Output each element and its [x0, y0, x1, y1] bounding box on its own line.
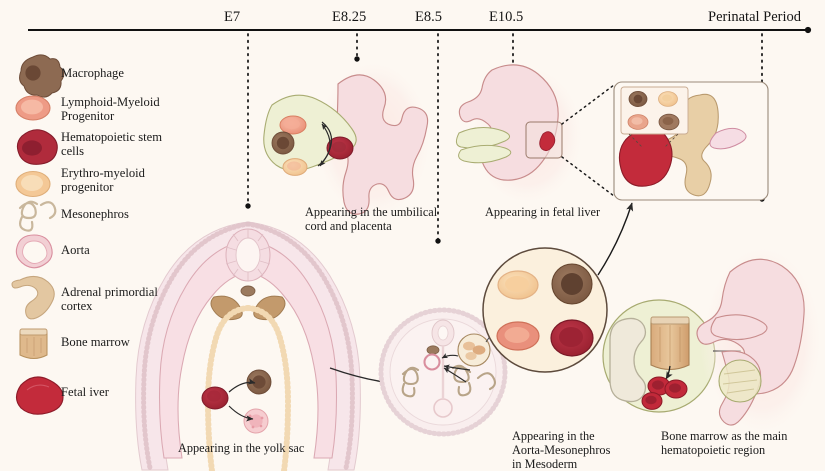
- panel-bone-marrow: [602, 299, 741, 413]
- legend-label-hematopoietic-stem-cells: Hematopoietic stem cells: [61, 130, 163, 159]
- dorsal-aorta: [423, 353, 441, 371]
- timeline-label-perinatal: Perinatal Period: [708, 9, 802, 25]
- timeline-label-e825: E8.25: [332, 9, 367, 25]
- lymphoid-myeloid-progenitor-icon: [15, 95, 51, 121]
- mesonephros-icon: [18, 200, 57, 232]
- fetus-bone-marrow-highlight: [718, 359, 762, 403]
- caption-agm: Appearing in the Aorta-Mesonephros in Me…: [512, 429, 611, 471]
- legend-label-lymphoid-myeloid: Lymphoid-Myeloid Progenitor: [61, 95, 160, 124]
- legend-label-aorta: Aorta: [61, 243, 90, 257]
- legend-label-macrophage: Macrophage: [61, 66, 124, 80]
- agm-small-magnifier: [457, 333, 491, 367]
- legend-label-bone-marrow: Bone marrow: [61, 335, 130, 349]
- caption-bone-marrow: Bone marrow as the main hematopoietic re…: [661, 429, 788, 458]
- inset-cell-lymphoid-myeloid: [627, 114, 649, 130]
- timeline-label-e105: E10.5: [489, 9, 524, 25]
- erythro-myeloid-progenitor-icon: [15, 170, 51, 198]
- panel-fetal-liver-embryo: [455, 63, 615, 207]
- yolk-sac-cell-lymphoid-myeloid: [243, 408, 269, 434]
- bone-marrow-icon: [19, 328, 48, 360]
- inset-cell-macrophage-1: [628, 91, 648, 108]
- panel-perinatal-fetus: [696, 242, 824, 438]
- legend-label-adrenal-cortex: Adrenal primordial cortex: [61, 285, 158, 314]
- inset-cell-macrophage-2: [658, 113, 680, 131]
- agm-magnified-cells-circle: [482, 202, 634, 373]
- cell-macrophage: [271, 131, 295, 155]
- legend-label-erythro-myeloid: Erythro-myeloid progenitor: [61, 166, 145, 195]
- yolk-sac-cell-macrophage: [246, 369, 272, 395]
- legend-label-fetal-liver: Fetal iver: [61, 385, 109, 399]
- inset-cell-erythro-myeloid: [658, 91, 678, 107]
- timeline-droplines: [247, 33, 763, 241]
- macrophage-cell-icon: [19, 54, 65, 98]
- panel-yolk-sac: [135, 221, 403, 471]
- timeline-label-e7: E7: [224, 9, 241, 25]
- magnified-cell-lymphoid-myeloid: [496, 321, 540, 351]
- panel-aorta-mesonephros: [378, 299, 531, 437]
- fetal-liver-cell-panel: [620, 86, 689, 149]
- cell-hematopoietic-stem-cell: [326, 136, 354, 160]
- bone-marrow-red-cells: [641, 376, 688, 410]
- cell-lymphoid-myeloid-progenitor: [279, 115, 307, 135]
- panel-fetal-liver-inset: [613, 81, 769, 201]
- yolk-sac-cell-hsc: [201, 386, 229, 410]
- hematopoietic-stem-cell-icon: [16, 129, 58, 165]
- panel-umbilical-cord-placenta: [263, 58, 433, 222]
- caption-umbilical-cord-placenta: Appearing in the umbilical cord and plac…: [305, 205, 438, 234]
- aorta-icon: [15, 234, 53, 269]
- magnified-cell-erythro-myeloid: [497, 270, 539, 300]
- caption-fetal-liver: Appearing in fetal liver: [485, 205, 601, 219]
- timeline-label-e85: E8.5: [415, 9, 442, 25]
- caption-yolk-sac: Appearing in the yolk sac: [178, 441, 305, 455]
- timeline-axis: [28, 26, 812, 34]
- long-bone: [609, 317, 647, 403]
- legend-label-mesonephros: Mesonephros: [61, 207, 129, 221]
- fetal-liver-icon: [15, 376, 64, 415]
- adrenal-primordial-cortex-icon: [11, 275, 55, 320]
- cell-erythro-myeloid-progenitor: [282, 158, 308, 176]
- magnified-cell-macrophage: [551, 263, 593, 305]
- marrow-cross-section: [650, 316, 690, 371]
- magnified-cell-hsc: [550, 319, 594, 357]
